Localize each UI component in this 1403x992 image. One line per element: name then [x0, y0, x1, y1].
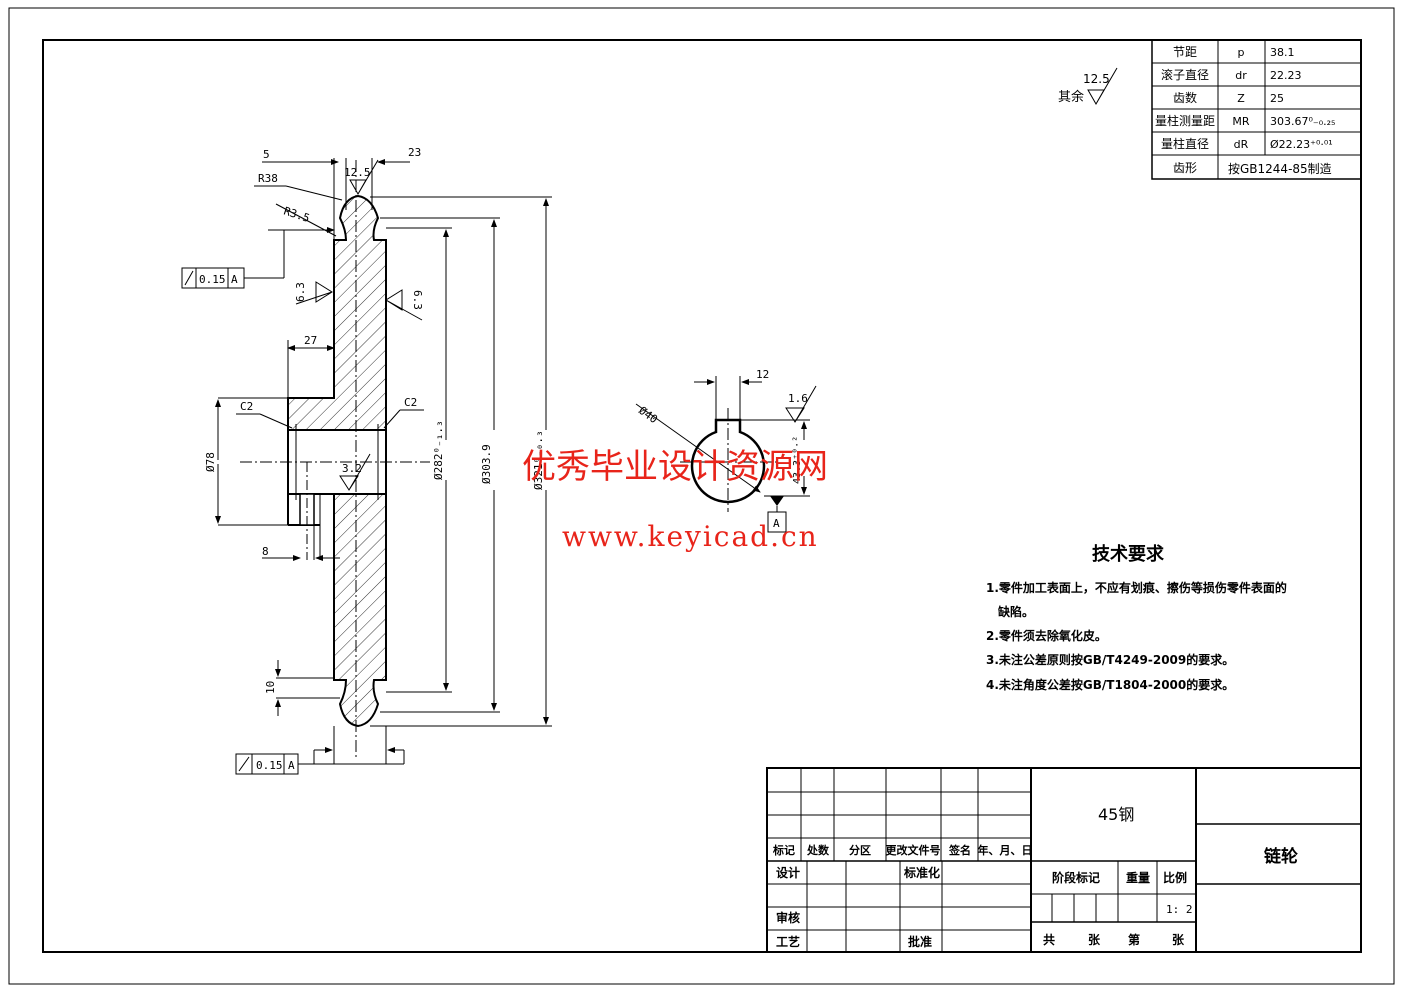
tb-total: 共 — [1043, 932, 1055, 947]
tb-process: 工艺 — [776, 934, 800, 949]
param-symbol: MR — [1232, 115, 1249, 128]
roughness-other-value: 12.5 — [1083, 72, 1110, 86]
sprocket-section-body — [287, 194, 387, 431]
tb-header: 标记 — [772, 843, 795, 857]
bore-with-keyway — [690, 418, 766, 504]
param-name: 齿数 — [1173, 90, 1197, 105]
tolerance-top-datum: A — [231, 273, 238, 286]
dim-10: 10 — [264, 681, 277, 694]
watermark-url: www.keyicad.cn — [562, 520, 819, 553]
technical-requirements: 技术要求 1.零件加工表面上，不应有划痕、擦伤等损伤零件表面的 缺陷。 2.零件… — [986, 543, 1287, 692]
rough-right: 6.3 — [411, 290, 424, 310]
rough-bore: 3.2 — [342, 462, 362, 475]
tb-sheets1: 张 — [1088, 932, 1101, 947]
param-value: 25 — [1270, 92, 1284, 105]
dim-dia-78: Ø78 — [204, 452, 217, 472]
tb-sheets2: 张 — [1172, 932, 1185, 947]
tech-item-3: 3.未注公差原则按GB/T4249-2009的要求。 — [986, 652, 1234, 667]
param-symbol: p — [1238, 46, 1245, 59]
roughness-other-prefix: 其余 — [1058, 89, 1084, 105]
chamfer-left: C2 — [240, 400, 253, 413]
tb-part-name: 链轮 — [1264, 846, 1298, 867]
tolerance-bottom-datum: A — [288, 759, 295, 772]
chamfer-right: C2 — [404, 396, 417, 409]
watermark-title: 优秀毕业设计资源网 — [522, 447, 828, 487]
tooth-form-value: 按GB1244-85制造 — [1228, 162, 1332, 176]
roughness-other-symbol: 其余 12.5 — [1058, 67, 1118, 106]
sprocket-section-body-lower — [288, 493, 387, 728]
tech-item-1: 1.零件加工表面上，不应有划痕、擦伤等损伤零件表面的 — [986, 580, 1287, 595]
tb-header: 年、月、日 — [978, 843, 1033, 857]
tolerance-frame-top: 0.15 A — [181, 227, 335, 289]
tb-design: 设计 — [776, 865, 800, 880]
tb-standardize: 标准化 — [903, 865, 940, 880]
tooth-form-label: 齿形 — [1173, 161, 1197, 175]
title-block: 标记处数 分区 更改文件号签名年、月、日 设计 标准化 审核 工艺 批准 45钢 阶… — [766, 767, 1362, 953]
param-value: Ø22.23⁺⁰·⁰¹ — [1270, 138, 1333, 151]
datum-a: A — [773, 517, 780, 530]
rough-top: 12.5 — [344, 166, 371, 179]
tb-weight: 重量 — [1126, 870, 1150, 885]
dim-5: 5 — [263, 148, 270, 161]
tech-item-4: 4.未注角度公差按GB/T1804-2000的要求。 — [986, 677, 1234, 692]
param-symbol: Z — [1237, 92, 1245, 105]
front-hub-view: 12 Ø40 1.6 43.3⁺⁰·² A — [635, 368, 817, 533]
tb-approve: 批准 — [908, 934, 932, 949]
tolerance-frame-bottom: 0.15 A — [235, 726, 405, 775]
dim-dia-303: Ø303.9 — [480, 444, 493, 484]
tolerance-bottom-value: 0.15 — [256, 759, 283, 772]
inner-frame — [42, 39, 1362, 953]
tb-stage-mark: 阶段标记 — [1052, 870, 1100, 885]
tb-header: 更改文件号 — [886, 843, 941, 857]
tb-header: 签名 — [948, 843, 971, 857]
param-value: 22.23 — [1270, 69, 1302, 82]
dim-12: 12 — [756, 368, 769, 381]
tb-review: 审核 — [776, 910, 800, 925]
tb-scale: 比例 — [1163, 870, 1187, 885]
tb-page: 第 — [1128, 932, 1140, 947]
param-symbol: dr — [1235, 69, 1247, 82]
param-name: 量柱直径 — [1161, 136, 1209, 151]
side-section-view: 5 23 R38 R3.5 12.5 0.15 A 6.3 6.3 — [181, 146, 552, 775]
param-name: 节距 — [1173, 45, 1197, 59]
param-value: 38.1 — [1270, 46, 1295, 59]
rough-front: 1.6 — [788, 392, 808, 405]
tolerance-top-value: 0.15 — [199, 273, 226, 286]
param-name: 滚子直径 — [1161, 67, 1209, 82]
tb-header: 分区 — [849, 843, 871, 857]
outer-border — [8, 7, 1395, 985]
parameter-table: 节距 p 38.1 滚子直径 dr 22.23 齿数 Z 25 量柱测量距 MR 303.67⁰₋₀.… — [1151, 39, 1362, 180]
dim-R38: R38 — [258, 172, 278, 185]
tb-scale-value: 1: 2 — [1166, 903, 1193, 916]
dim-23: 23 — [408, 146, 421, 159]
dim-keyway-depth: 43.3⁺⁰·² — [792, 436, 803, 484]
dim-27: 27 — [304, 334, 317, 347]
tech-title: 技术要求 — [1092, 543, 1165, 565]
dim-8: 8 — [262, 545, 269, 558]
tech-item-1b: 缺陷。 — [998, 604, 1034, 619]
dim-dia-282: Ø282⁰₋₁.₃ — [432, 420, 445, 480]
tb-material: 45钢 — [1098, 805, 1134, 824]
param-symbol: dR — [1234, 138, 1249, 151]
tech-item-2: 2.零件须去除氧化皮。 — [986, 628, 1107, 643]
tb-header: 处数 — [806, 843, 830, 857]
rough-left: 6.3 — [294, 282, 307, 302]
dim-dia-321: Ø321⁰₋₀.₃ — [532, 430, 545, 490]
param-name: 量柱测量距 — [1155, 113, 1215, 128]
param-value: 303.67⁰₋₀.₂₅ — [1270, 115, 1335, 128]
